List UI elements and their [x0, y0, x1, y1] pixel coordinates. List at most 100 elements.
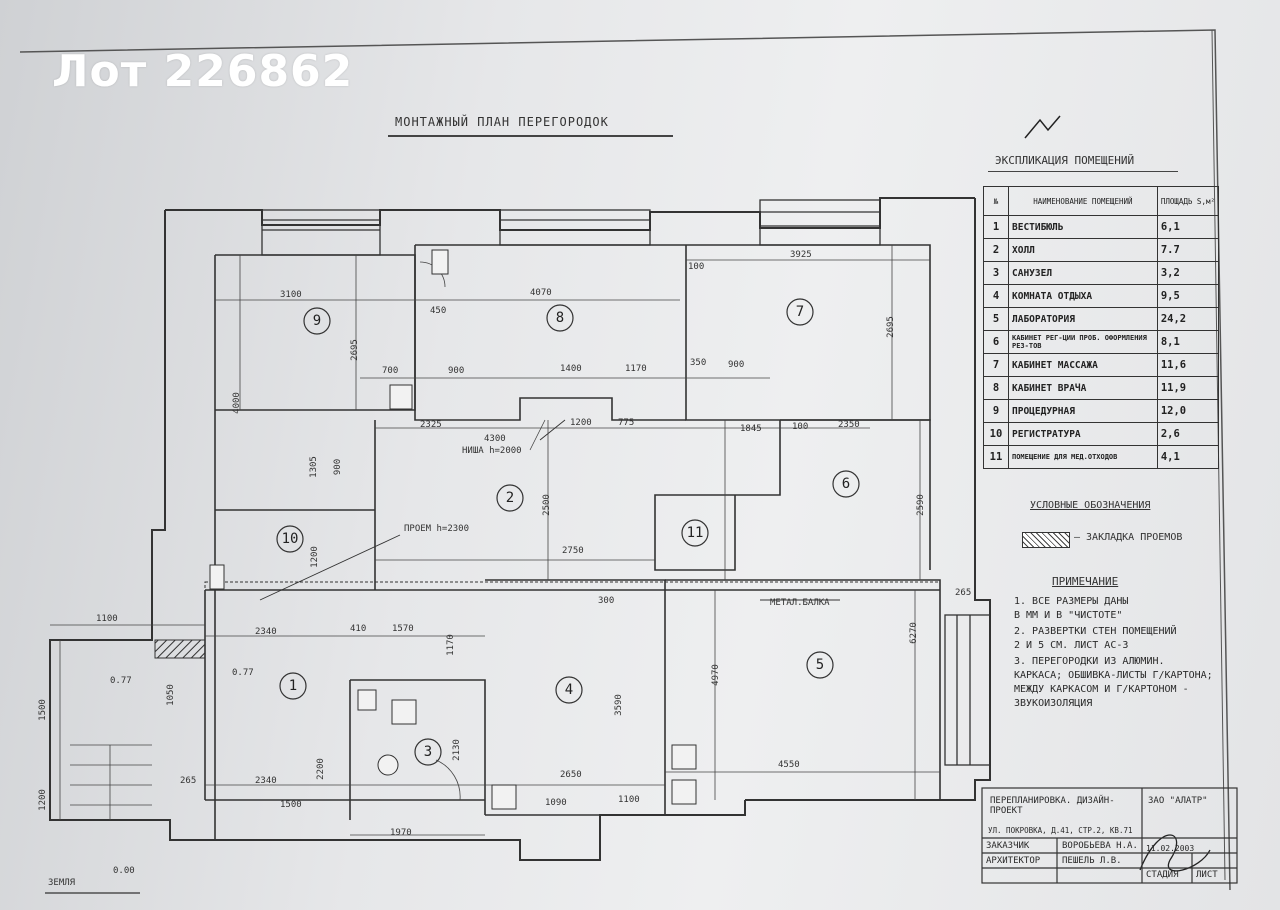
- dimension: 900: [448, 366, 465, 376]
- dimension: 450: [430, 306, 447, 316]
- legend-item: — ЗАКЛАДКА ПРОЕМОВ: [1074, 532, 1183, 543]
- dimension: 700: [382, 366, 399, 376]
- row-area: 11,6: [1156, 353, 1220, 377]
- dimension: 2340: [255, 776, 277, 786]
- dimension: 900: [728, 360, 745, 370]
- dimension: 2650: [560, 770, 582, 780]
- room-number-10: 10: [281, 531, 299, 547]
- note-line: В ММ И В "ЧИСТОТЕ": [1014, 610, 1123, 621]
- ground-label: ЗЕМЛЯ: [48, 878, 76, 888]
- dimension: 265: [955, 588, 972, 598]
- drawing-date: 11.02.2003: [1146, 844, 1195, 853]
- row-area: 11,9: [1156, 376, 1220, 400]
- zero-level-label: 0.00: [113, 866, 135, 876]
- stage-label: СТАДИЯ: [1146, 870, 1179, 880]
- note-line: 2. РАЗВЕРТКИ СТЕН ПОМЕЩЕНИЙ: [1014, 626, 1177, 637]
- room-number-4: 4: [564, 682, 574, 698]
- row-area: 6,1: [1156, 215, 1220, 239]
- lot-label: Лот 226862: [52, 46, 354, 97]
- plan-title: МОНТАЖНЫЙ ПЛАН ПЕРЕГОРОДОК: [395, 115, 609, 129]
- dimension: 4070: [530, 288, 552, 298]
- row-num: 11: [983, 445, 1009, 469]
- row-area: 4,1: [1156, 445, 1220, 469]
- row-name: КАБИНЕТ ВРАЧА: [1008, 376, 1158, 400]
- header-area: ПЛОЩАДЬ S,м²: [1156, 186, 1220, 216]
- dimension: 300: [598, 596, 615, 606]
- row-name: ПОМЕЩЕНИЕ ДЛЯ МЕД.ОТХОДОВ: [1008, 445, 1158, 469]
- dimension: 1100: [96, 614, 118, 624]
- opening-label: ПРОЕМ h=2300: [404, 524, 470, 534]
- dimension: 2340: [255, 627, 277, 637]
- dimension: 350: [690, 358, 707, 368]
- row-num: 6: [983, 330, 1009, 354]
- dimension: 1500: [280, 800, 302, 810]
- room-number-2: 2: [505, 490, 515, 506]
- customer-name: ВОРОБЬЕВА Н.А.: [1062, 841, 1138, 851]
- row-num: 4: [983, 284, 1009, 308]
- dimension: 1200: [570, 418, 592, 428]
- dimension: 4550: [778, 760, 800, 770]
- notes-title: ПРИМЕЧАНИЕ: [1052, 575, 1119, 588]
- dimension: 2325: [420, 420, 442, 430]
- row-name: КАБИНЕТ МАССАЖА: [1008, 353, 1158, 377]
- sheet-label: ЛИСТ: [1196, 870, 1218, 880]
- room-number-3: 3: [423, 744, 433, 760]
- project-address: УЛ. ПОКРОВКА, Д.41, СТР.2, КВ.71: [988, 826, 1133, 835]
- dimension: 100: [688, 262, 705, 272]
- dimension: 1400: [560, 364, 582, 374]
- room-number-7: 7: [795, 304, 805, 320]
- room-number-1: 1: [288, 678, 298, 694]
- dimension: 775: [618, 418, 635, 428]
- dimension: 265: [180, 776, 197, 786]
- legend-title: УСЛОВНЫЕ ОБОЗНАЧЕНИЯ: [1030, 500, 1151, 511]
- note-line: 2 И 5 СМ. ЛИСТ АС-3: [1014, 640, 1129, 651]
- row-area: 12,0: [1156, 399, 1220, 423]
- dimension: 1570: [392, 624, 414, 634]
- level-mark-2: 0.77: [232, 668, 254, 678]
- row-area: 8,1: [1156, 330, 1220, 354]
- row-num: 10: [983, 422, 1009, 446]
- dimension: 100: [792, 422, 809, 432]
- row-num: 2: [983, 238, 1009, 262]
- row-area: 9,5: [1156, 284, 1220, 308]
- room-number-6: 6: [841, 476, 851, 492]
- row-name: ВЕСТИБЮЛЬ: [1008, 215, 1158, 239]
- dimension: 1170: [625, 364, 647, 374]
- plan-title-underline: [388, 135, 673, 137]
- note-line: ЗВУКОИЗОЛЯЦИЯ: [1014, 698, 1093, 709]
- room-number-9: 9: [312, 313, 322, 329]
- note-line: 1. ВСЕ РАЗМЕРЫ ДАНЫ: [1014, 596, 1129, 607]
- dimension: 2350: [838, 420, 860, 430]
- dimension: 3100: [280, 290, 302, 300]
- beam-label: МЕТАЛ.БАЛКА: [770, 598, 830, 608]
- customer-label: ЗАКАЗЧИК: [986, 841, 1030, 851]
- dimension: 410: [350, 624, 367, 634]
- row-num: 1: [983, 215, 1009, 239]
- hatch-swatch-icon: [1022, 532, 1070, 548]
- note-line: КАРКАСА; ОБШИВКА-ЛИСТЫ Г/КАРТОНА;: [1014, 670, 1213, 681]
- note-line: 3. ПЕРЕГОРОДКИ ИЗ АЛЮМИН.: [1014, 656, 1165, 667]
- explication-title-underline: [988, 171, 1178, 172]
- row-num: 9: [983, 399, 1009, 423]
- dimension: 3925: [790, 250, 812, 260]
- architect-name: ПЕШЕЛЬ Л.В.: [1062, 856, 1122, 866]
- row-name: ЛАБОРАТОРИЯ: [1008, 307, 1158, 331]
- company-name: ЗАО "АЛАТР": [1148, 796, 1208, 806]
- dimension: 2750: [562, 546, 584, 556]
- architect-label: АРХИТЕКТОР: [986, 856, 1041, 866]
- row-num: 7: [983, 353, 1009, 377]
- row-name: ПРОЦЕДУРНАЯ: [1008, 399, 1158, 423]
- dimension: 1970: [390, 828, 412, 838]
- room-number-5: 5: [815, 657, 825, 673]
- row-name: РЕГИСТРАТУРА: [1008, 422, 1158, 446]
